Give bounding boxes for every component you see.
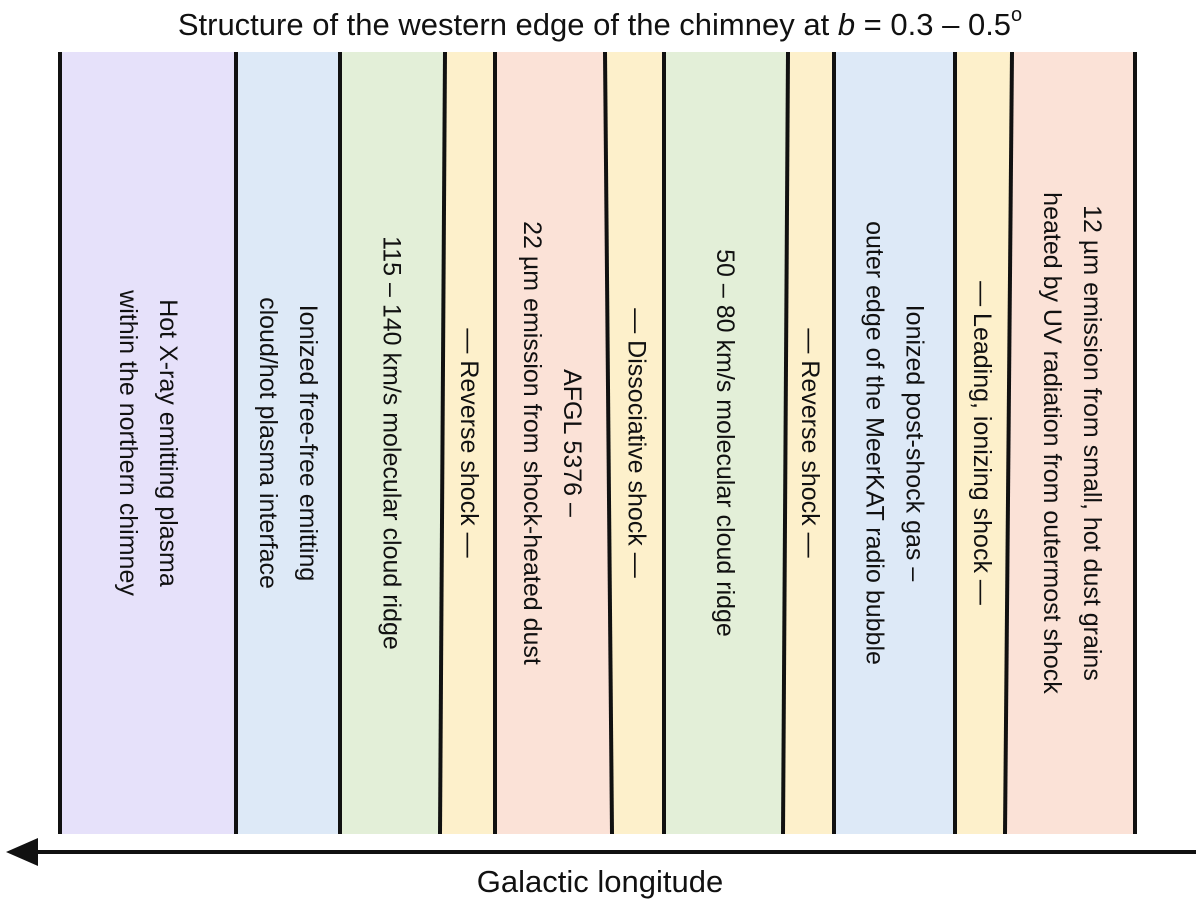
band-label-molecular-ridge-slow-line-1: 50 – 80 km/s molecular cloud ridge bbox=[711, 249, 739, 637]
band-label-leading-shock-line-1: — Leading, ionizing shock — bbox=[968, 281, 996, 605]
band-label-meerkat-bubble-line-1: Ionized post-shock gas – bbox=[901, 305, 929, 582]
band-meerkat-bubble bbox=[834, 52, 955, 834]
arrow-head-icon bbox=[6, 838, 38, 866]
band-dissociative-shock bbox=[605, 52, 664, 834]
band-label-meerkat-bubble-line-2: outer edge of the MeerKAT radio bubble bbox=[861, 221, 889, 665]
band-label-reverse-shock-2-line-1: — Reverse shock — bbox=[796, 328, 824, 557]
dividers-layer bbox=[58, 51, 1137, 835]
band-label-xray-plasma-line-2: within the northern chimney bbox=[114, 289, 142, 596]
band-label-hot-dust-grains-line-2: heated by UV radiation from outermost sh… bbox=[1038, 192, 1066, 694]
band-hot-dust-grains bbox=[1005, 52, 1135, 834]
band-ionized-free-free bbox=[236, 52, 340, 834]
title-suffix: = 0.3 – 0.5 bbox=[855, 7, 1012, 42]
band-xray-plasma bbox=[60, 52, 236, 834]
band-leading-shock bbox=[955, 52, 1012, 834]
band-label-xray-plasma-line-1: Hot X-ray emitting plasma bbox=[154, 299, 182, 587]
band-divider-line bbox=[603, 51, 614, 835]
band-molecular-ridge-slow bbox=[664, 52, 788, 834]
band-divider-line bbox=[1003, 51, 1014, 835]
band-label-ionized-free-free-line-2: cloud/hot plasma interface bbox=[254, 297, 282, 589]
galactic-longitude-arrow bbox=[6, 838, 1196, 866]
band-label-afgl-5376-line-2: 22 µm emission from shock-heated dust bbox=[518, 221, 546, 665]
band-label-molecular-ridge-fast-line-1: 115 – 140 km/s molecular cloud ridge bbox=[377, 236, 405, 650]
band-reverse-shock-2 bbox=[783, 52, 834, 834]
band-label-dissociative-shock-line-1: — Dissociative shock — bbox=[622, 308, 650, 578]
band-label-hot-dust-grains-line-1: 12 µm emission from small, hot dust grai… bbox=[1078, 205, 1106, 681]
band-divider-line bbox=[781, 51, 790, 835]
band-afgl-5376 bbox=[495, 52, 612, 834]
band-label-ionized-free-free-line-1: Ionized free-free emitting bbox=[294, 305, 322, 582]
labels-layer: Hot X-ray emitting plasma within the nort… bbox=[114, 192, 1106, 694]
diagram-title: Structure of the western edge of the chi… bbox=[0, 4, 1200, 44]
band-reverse-shock-1 bbox=[440, 52, 495, 834]
band-molecular-ridge-fast bbox=[340, 52, 445, 834]
band-label-reverse-shock-1-line-1: — Reverse shock — bbox=[455, 328, 483, 557]
band-divider-line bbox=[438, 51, 447, 835]
title-degree-superscript: o bbox=[1011, 4, 1023, 26]
bands-layer bbox=[60, 52, 1135, 834]
title-prefix: Structure of the western edge of the chi… bbox=[177, 7, 838, 42]
title-variable: b bbox=[837, 7, 856, 42]
band-label-afgl-5376-line-1: AFGL 5376 – bbox=[558, 369, 586, 517]
x-axis-label: Galactic longitude bbox=[476, 864, 724, 899]
